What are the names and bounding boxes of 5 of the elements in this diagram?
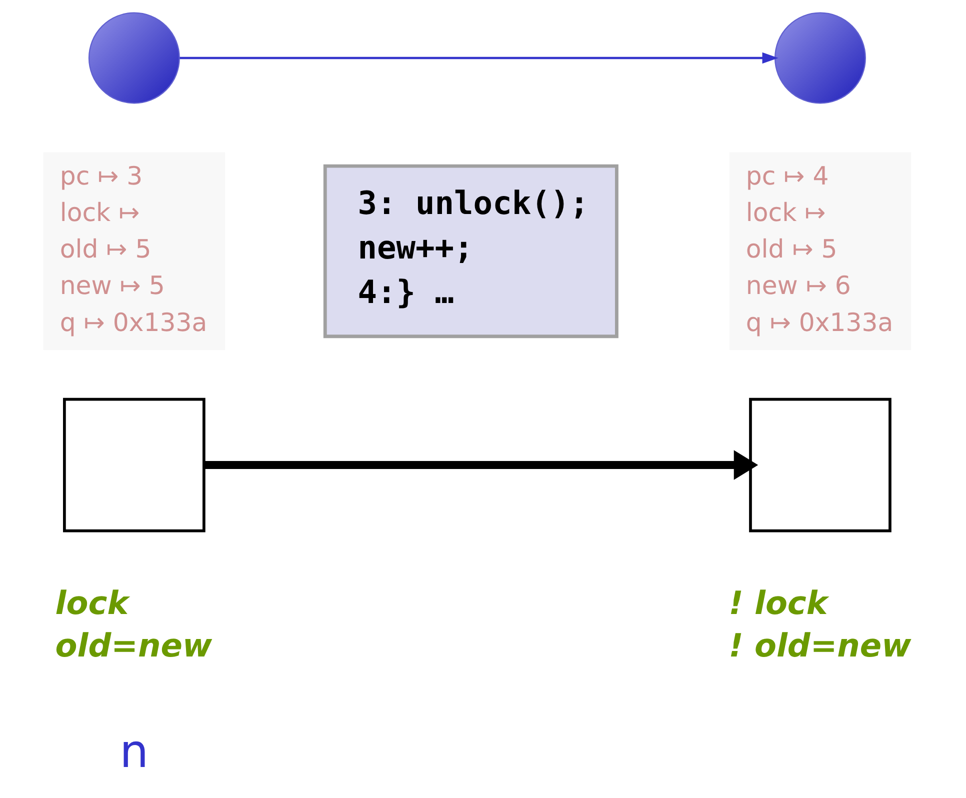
node-label: lock bbox=[54, 584, 128, 622]
node-label: old=new bbox=[54, 626, 212, 664]
node-label: ! lock bbox=[728, 584, 828, 622]
label: n bbox=[119, 724, 148, 778]
node-label: ! old=new bbox=[728, 626, 911, 664]
